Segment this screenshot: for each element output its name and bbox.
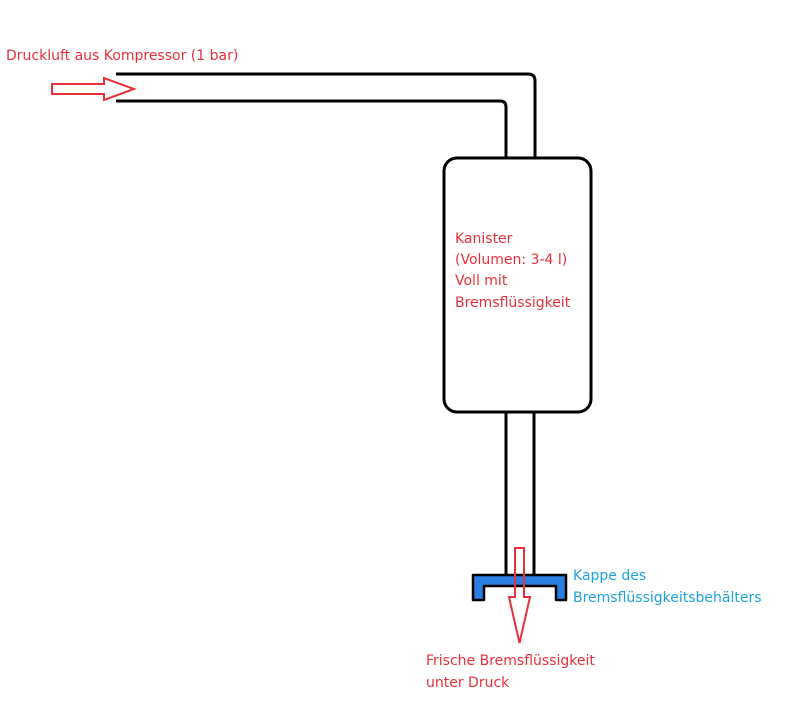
outlet-pipe <box>504 412 536 575</box>
canister-label-line: (Volumen: 3-4 l) <box>455 252 567 268</box>
canister-label-line: Bremsflüssigkeit <box>455 295 571 311</box>
outlet-label-line: unter Druck <box>426 675 510 691</box>
outlet-label-line: Frische Bremsflüssigkeit <box>426 653 595 669</box>
canister <box>442 156 593 414</box>
canister-label-line: Kanister <box>455 231 513 247</box>
outlet-label: Frische Bremsflüssigkeit unter Druck <box>426 653 595 691</box>
canister-label: Kanister (Volumen: 3-4 l) Voll mit Brems… <box>455 231 571 311</box>
cap-label-line: Kappe des <box>573 568 646 584</box>
inlet-arrow-icon <box>51 76 137 102</box>
cap-label: Kappe des Bremsflüssigkeitsbehälters <box>573 568 762 606</box>
inlet-label: Druckluft aus Kompressor (1 bar) <box>6 48 238 64</box>
air-pipe-outer-wall <box>116 72 537 158</box>
air-supply-pipe <box>116 72 537 158</box>
canister-label-line: Voll mit <box>455 273 508 289</box>
cap-label-line: Bremsflüssigkeitsbehälters <box>573 590 762 606</box>
air-pipe-inner-wall <box>116 99 508 158</box>
outlet-arrow-icon <box>507 547 532 644</box>
reservoir-cap <box>471 573 568 602</box>
